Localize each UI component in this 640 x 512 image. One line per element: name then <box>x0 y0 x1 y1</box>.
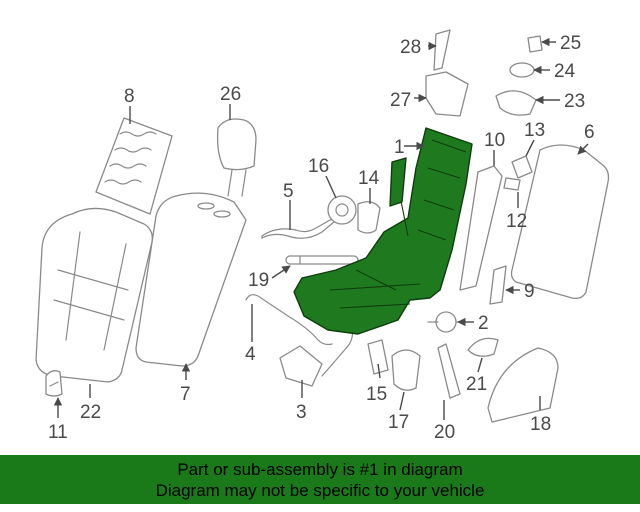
callout-17: 17 <box>388 412 409 433</box>
callout-19: 19 <box>248 270 269 291</box>
part-12-latch[interactable] <box>503 177 521 191</box>
callout-25: 25 <box>560 33 581 54</box>
part-18-side-shield[interactable] <box>487 347 559 423</box>
callout-1: 1 <box>394 137 405 158</box>
callout-2: 2 <box>478 313 489 334</box>
part-15-bracket[interactable] <box>367 339 389 375</box>
part-19-gas-spring[interactable] <box>285 255 359 265</box>
part-10-side-rail[interactable] <box>459 165 503 291</box>
callout-16: 16 <box>308 156 329 177</box>
callout-7: 7 <box>180 384 191 405</box>
part-1-seat-frame[interactable] <box>293 127 473 335</box>
callout-22: 22 <box>80 402 101 423</box>
part-22-backrest-cover[interactable] <box>35 207 153 383</box>
part-17-cover[interactable] <box>391 349 421 391</box>
part-9-trim-piece[interactable] <box>489 265 507 305</box>
part-28-guide-tube[interactable] <box>433 29 451 71</box>
part-20-lever[interactable] <box>437 343 461 399</box>
part-8-heater-mat[interactable] <box>95 117 173 215</box>
callout-20: 20 <box>434 422 455 443</box>
callout-5: 5 <box>283 181 294 202</box>
part-24-knob[interactable] <box>509 62 535 78</box>
callout-leaders <box>53 37 589 420</box>
part-26-headrest[interactable] <box>216 118 257 197</box>
part-7-backrest-panel[interactable] <box>135 192 247 367</box>
part-13-switch[interactable] <box>511 155 533 179</box>
callout-8: 8 <box>124 86 135 107</box>
callout-4: 4 <box>245 344 256 365</box>
part-3-motor-assembly[interactable] <box>279 327 354 387</box>
callout-11: 11 <box>48 422 68 443</box>
callout-24: 24 <box>554 61 576 82</box>
callout-28: 28 <box>400 37 421 58</box>
part-6-back-cover[interactable] <box>510 144 610 300</box>
callout-labels: 1 2 3 4 5 6 7 8 9 10 11 12 13 14 15 16 1… <box>48 33 595 443</box>
parts-diagram: 1 2 3 4 5 6 7 8 9 10 11 12 13 14 15 16 1… <box>35 29 610 443</box>
callout-6: 6 <box>584 122 595 143</box>
callout-12: 12 <box>506 211 527 232</box>
part-14-bracket[interactable] <box>357 201 381 234</box>
part-4-cable[interactable] <box>245 294 333 346</box>
footer-line-1: Part or sub-assembly is #1 in diagram <box>177 460 463 479</box>
footer-line-2: Diagram may not be specific to your vehi… <box>155 481 485 500</box>
callout-14: 14 <box>358 168 380 189</box>
callout-23: 23 <box>564 91 585 112</box>
callout-10: 10 <box>484 130 505 151</box>
part-5-cable[interactable] <box>261 217 336 239</box>
footer-banner: Part or sub-assembly is #1 in diagram Di… <box>0 455 640 504</box>
part-16-recliner-disc[interactable] <box>327 195 357 225</box>
part-21-handle[interactable] <box>467 337 499 357</box>
callout-13: 13 <box>524 120 545 141</box>
part-2-adjuster-gear[interactable] <box>427 311 463 333</box>
callout-26: 26 <box>220 84 241 105</box>
part-23-bezel[interactable] <box>495 90 537 116</box>
callout-9: 9 <box>524 281 535 302</box>
callout-3: 3 <box>296 402 307 423</box>
callout-15: 15 <box>366 384 387 405</box>
part-27-mechanism[interactable] <box>425 71 469 117</box>
part-25-cap[interactable] <box>527 35 543 53</box>
part-11-clip[interactable] <box>45 370 63 397</box>
callout-27: 27 <box>390 90 411 111</box>
callout-18: 18 <box>530 414 551 435</box>
callout-21: 21 <box>466 374 487 395</box>
